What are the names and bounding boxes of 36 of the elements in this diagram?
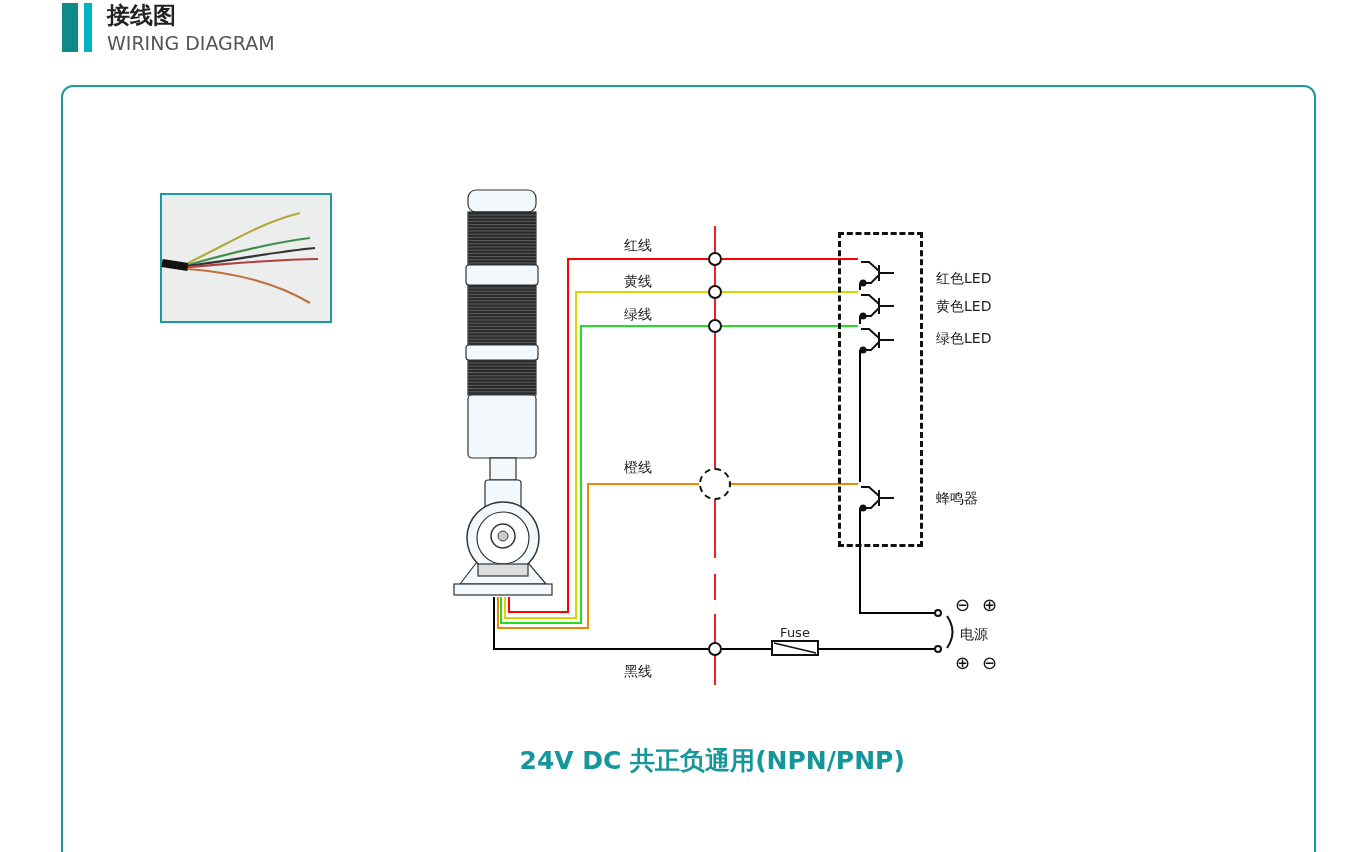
minus-sign: ⊖ — [982, 654, 998, 672]
subheading: WIRING DIAGRAM — [107, 34, 275, 53]
wire — [721, 648, 772, 650]
component-label: 蜂鸣器 — [936, 491, 978, 505]
plus-sign: ⊕ — [955, 654, 971, 672]
wire-label: 黄线 — [624, 274, 652, 288]
wire-label: 黑线 — [624, 664, 652, 678]
heading: 接线图 — [107, 4, 176, 27]
wire-label: 绿线 — [624, 307, 652, 321]
caption: 24V DC 共正负通用(NPN/PNP) — [519, 748, 905, 773]
wire — [859, 349, 861, 483]
component-label: 绿色LED — [936, 331, 992, 345]
plus-sign: ⊕ — [982, 596, 998, 614]
component-label: 红色LED — [936, 271, 992, 285]
wire-label: 红线 — [624, 238, 652, 252]
wire — [818, 648, 935, 650]
wire — [859, 507, 935, 614]
terminal — [708, 642, 722, 656]
wire-label: 橙线 — [624, 460, 652, 474]
terminal — [708, 285, 722, 299]
terminal — [708, 319, 722, 333]
wire — [497, 483, 700, 629]
terminal — [708, 252, 722, 266]
wire — [493, 596, 709, 650]
fuse-label: Fuse — [779, 626, 811, 639]
crossing-circle — [699, 468, 731, 500]
terminal — [934, 609, 942, 617]
component-label: 黄色LED — [936, 299, 992, 313]
wire — [730, 483, 859, 485]
minus-sign: ⊖ — [955, 596, 971, 614]
wire — [721, 325, 859, 327]
wire — [721, 291, 859, 293]
power-label: 电源 — [960, 627, 988, 641]
wire — [721, 258, 859, 260]
terminal — [934, 645, 942, 653]
dashed-module-box — [838, 232, 923, 547]
